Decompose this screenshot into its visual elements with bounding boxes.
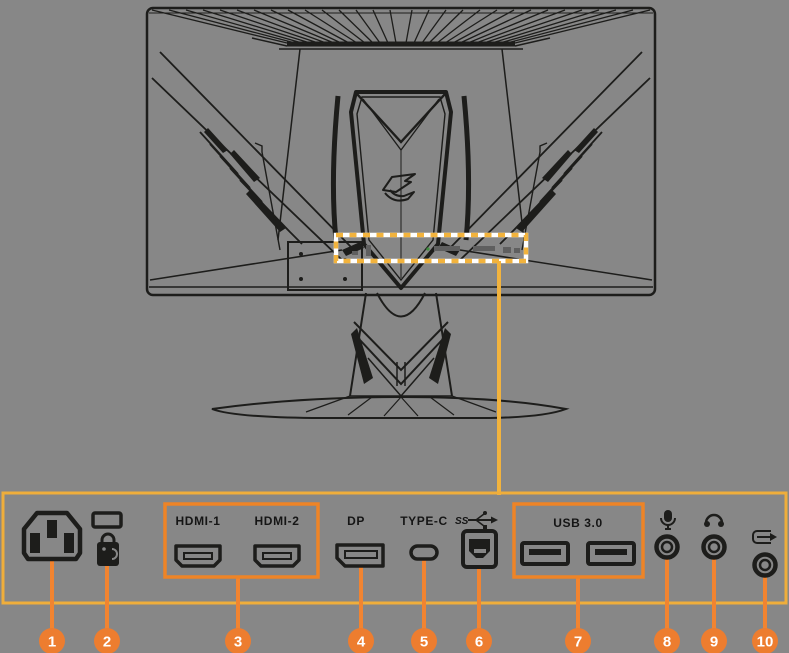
kensington-lock-slot xyxy=(91,511,123,566)
typec-label: TYPE-C xyxy=(400,514,448,528)
right-wing-art xyxy=(438,51,653,281)
usb-upstream-port: SS xyxy=(455,511,498,569)
callout-badge-2: 2 xyxy=(94,628,120,653)
mic-jack xyxy=(654,510,680,560)
callout-badge-7: 7 xyxy=(565,628,591,653)
hdmi-1-port xyxy=(174,544,222,568)
callout-number: 1 xyxy=(48,634,56,651)
kensington-lock-icon xyxy=(97,532,119,566)
stand-neck xyxy=(349,292,453,398)
callout-number: 4 xyxy=(357,634,366,651)
headphone-jack xyxy=(701,513,727,560)
usb-a-port-2 xyxy=(586,541,636,566)
dp-label: DP xyxy=(347,514,365,528)
stand-base xyxy=(211,395,570,419)
usb30-group-box xyxy=(512,502,645,579)
callout-badge-3: 3 xyxy=(225,628,251,653)
rear-panel-diagram: HDMI-1 HDMI-2 DP TYPE-C SS xyxy=(1,491,788,630)
ports-highlight-dashed-box xyxy=(333,232,529,264)
callout-number: 5 xyxy=(420,634,428,651)
monitor-outline xyxy=(145,6,657,297)
hdmi-group-box xyxy=(163,502,320,579)
ss-label: SS xyxy=(455,516,469,527)
callout-badge-4: 4 xyxy=(348,628,374,653)
vent-lines xyxy=(151,9,651,44)
callout-number: 10 xyxy=(757,634,774,651)
left-wing-art xyxy=(149,51,364,281)
callout-number: 8 xyxy=(663,634,671,651)
callout-badge-1: 1 xyxy=(39,628,65,653)
callout-number: 2 xyxy=(103,634,111,651)
callout-number: 9 xyxy=(710,634,718,651)
dp-port: DP xyxy=(335,514,385,568)
callout-number: 3 xyxy=(234,634,242,651)
monitor-rear-illustration xyxy=(145,6,657,419)
headphone-icon xyxy=(704,513,724,527)
panel-border xyxy=(1,491,788,605)
power-inlet-port xyxy=(21,510,83,562)
hdmi-ports-group: HDMI-1 HDMI-2 xyxy=(163,502,320,579)
power-led-dot xyxy=(426,247,430,251)
aorus-falcon-logo-icon xyxy=(382,173,416,202)
callout-leader-lines xyxy=(50,558,767,630)
callout-badge-5: 5 xyxy=(411,628,437,653)
center-panel-edges xyxy=(277,48,525,241)
center-shield xyxy=(330,90,472,290)
callout-number: 7 xyxy=(574,634,582,651)
callout-badges: 1 2 3 4 5 6 7 8 xyxy=(39,628,778,653)
usb30-ports-group: USB 3.0 xyxy=(512,502,645,579)
hdmi-2-port xyxy=(253,544,301,568)
callout-badge-10: 10 xyxy=(752,628,778,653)
callout-badge-6: 6 xyxy=(466,628,492,653)
usb-a-port-1 xyxy=(520,541,570,566)
callout-number: 6 xyxy=(475,634,483,651)
callout-badge-9: 9 xyxy=(701,628,727,653)
microphone-icon xyxy=(660,510,676,530)
usb30-label: USB 3.0 xyxy=(553,516,603,530)
hdmi2-label: HDMI-2 xyxy=(255,514,300,528)
line-out-jack xyxy=(752,530,778,578)
typec-port: TYPE-C xyxy=(400,514,448,561)
line-out-icon xyxy=(752,530,777,544)
callout-badge-8: 8 xyxy=(654,628,680,653)
hdmi1-label: HDMI-1 xyxy=(176,514,221,528)
usb-superspeed-trident-icon: SS xyxy=(455,511,498,529)
